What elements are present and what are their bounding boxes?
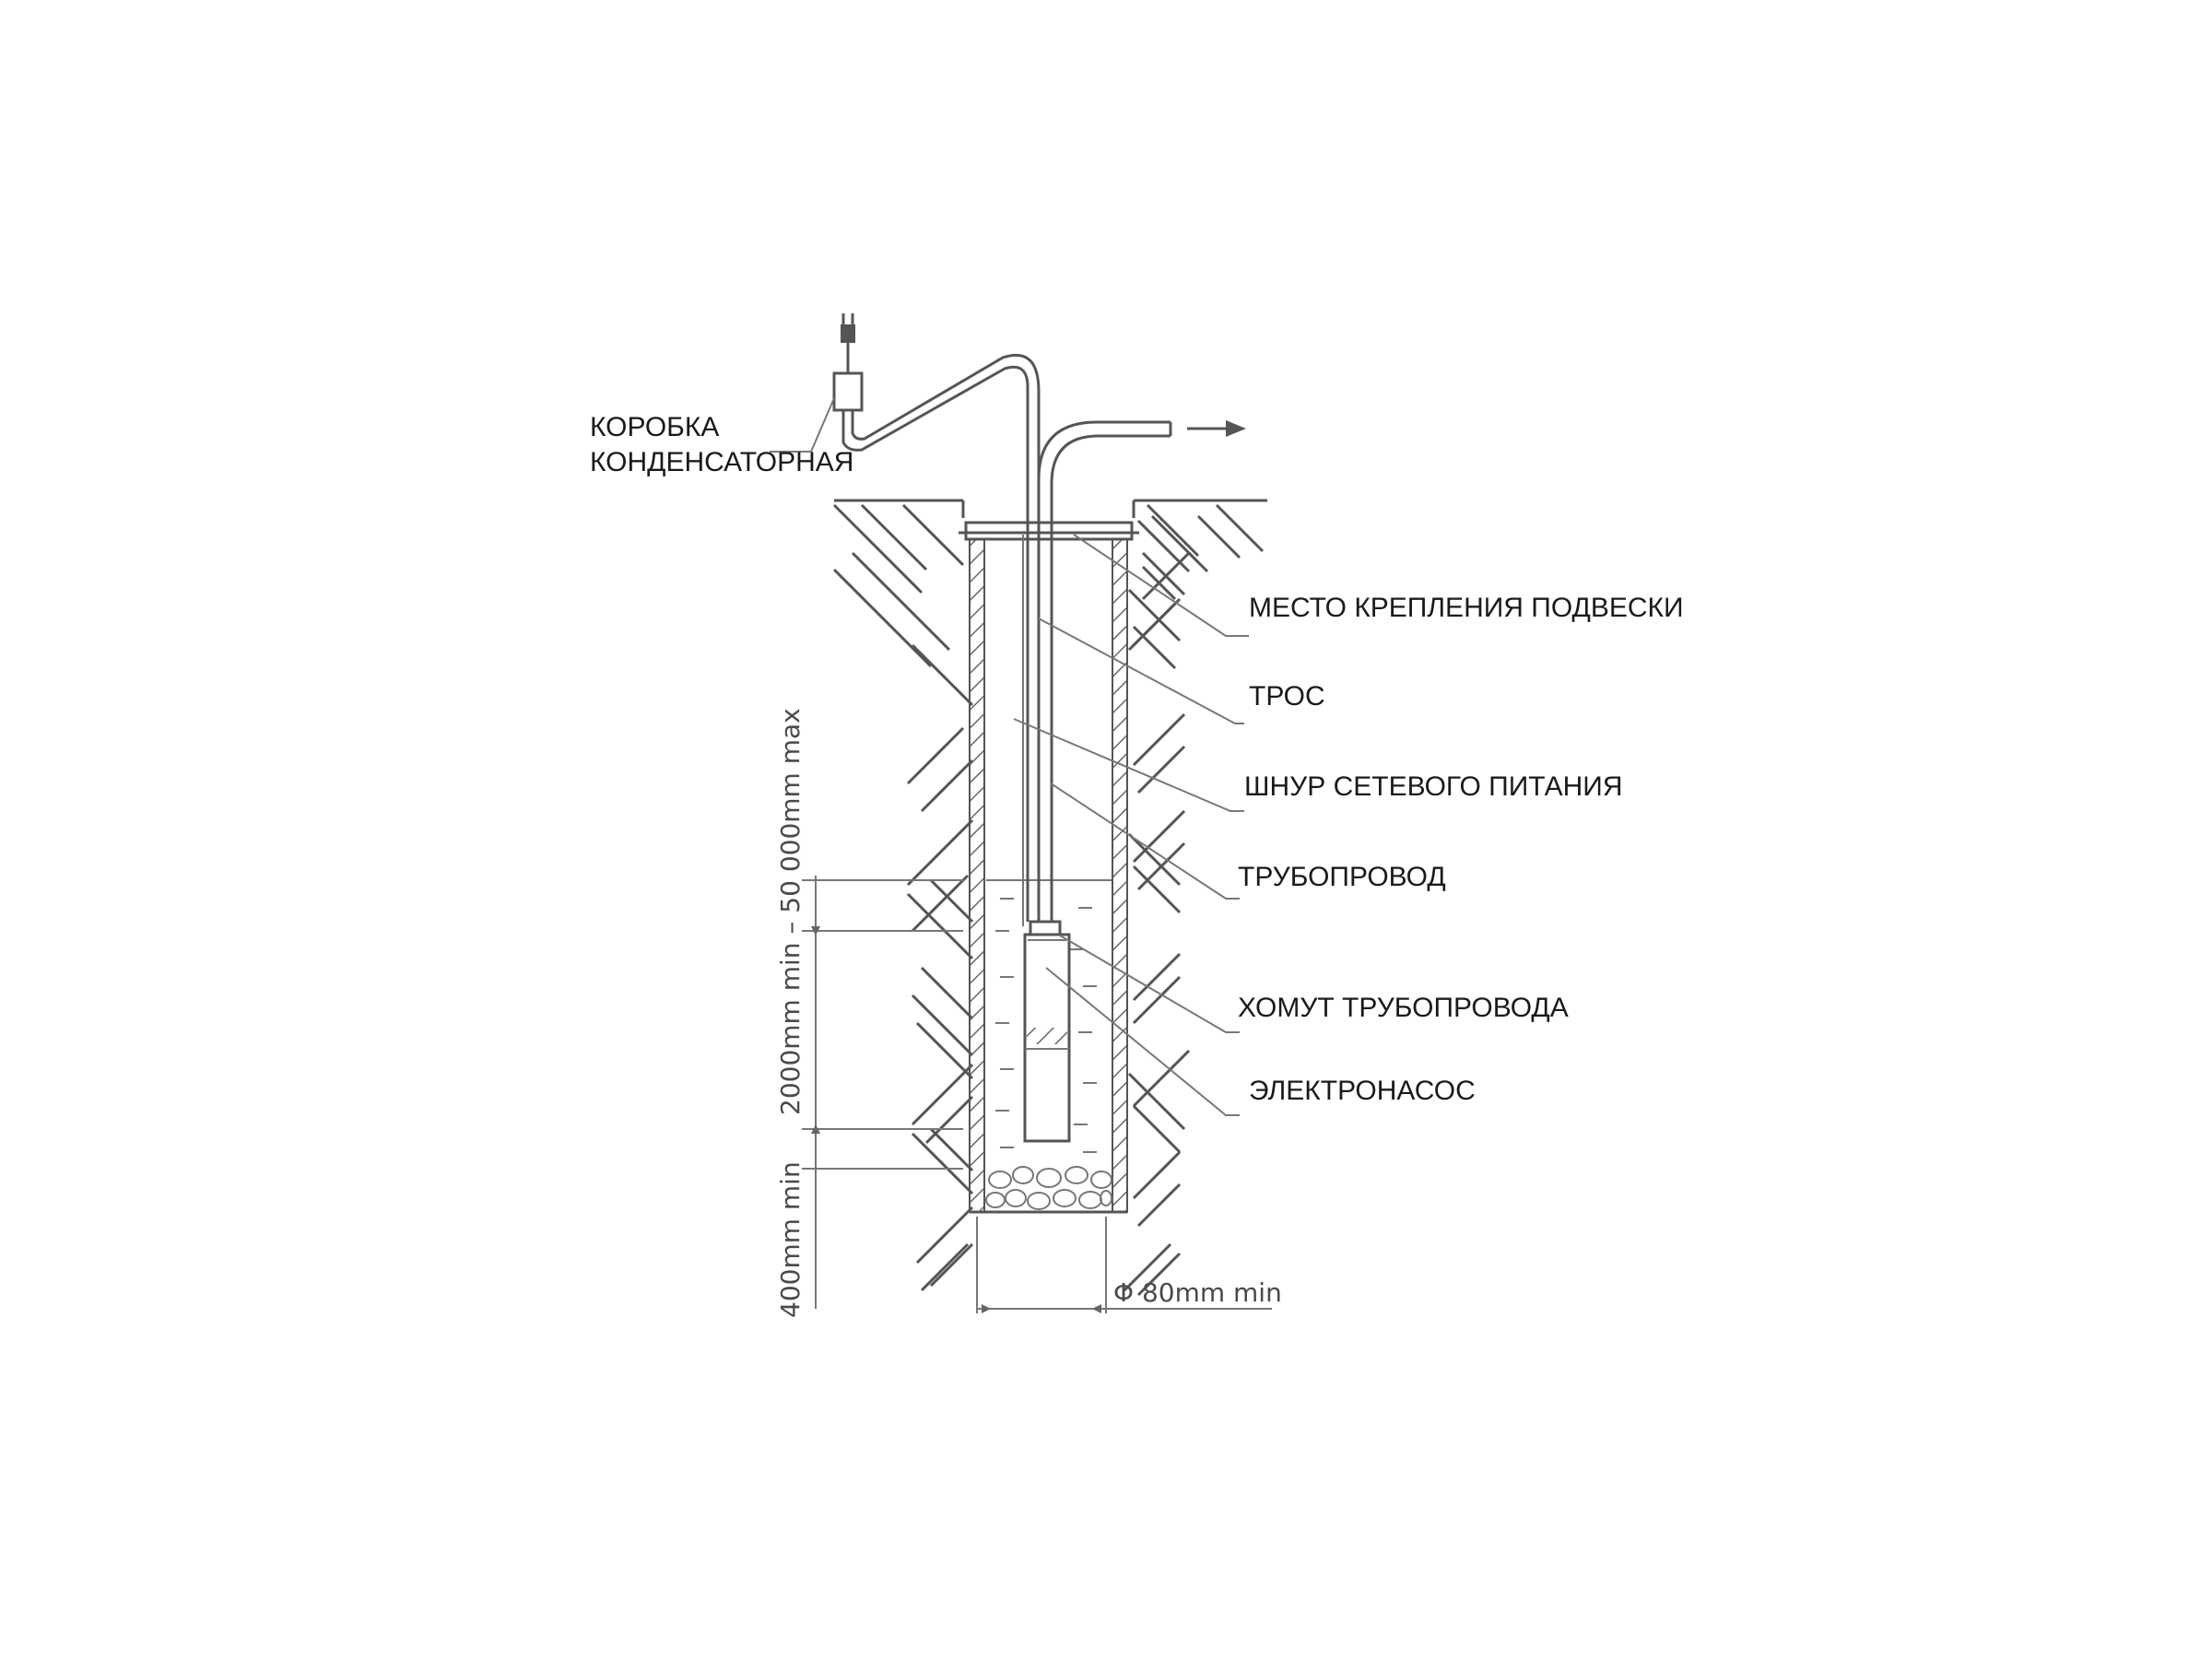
soil-hatch-right [1123, 503, 1265, 1297]
label-cable: ТРОС [1249, 681, 1325, 712]
capacitor-box [832, 371, 864, 412]
label-suspension-point: МЕСТО КРЕПЛЕНИЯ ПОДВЕСКИ [1249, 593, 1684, 623]
dimension-arrows [811, 926, 1101, 1313]
ground-surface [834, 499, 1267, 518]
label-pipe-clamp: ХОМУТ ТРУБОПРОВОДА [1238, 993, 1569, 1023]
power-cord [841, 341, 1041, 922]
label-pump: ЭЛЕКТРОНАСОС [1249, 1076, 1476, 1106]
dimension-lines [802, 876, 1272, 1313]
pipe-clamp [1029, 920, 1062, 936]
soil-hatch-left [832, 503, 974, 1292]
arrow-right-icon [1187, 420, 1246, 437]
gravel-bed [985, 1166, 1112, 1210]
water-column [986, 879, 1112, 1153]
label-pipeline: ТРУБОПРОВОД [1238, 862, 1446, 892]
dimension-immersion-depth: 2000mm min – 50 000mm max [775, 708, 806, 1115]
well-casing [959, 521, 1139, 1214]
electric-pump [1023, 933, 1071, 1143]
label-capacitor-box-line2: КОНДЕНСАТОРНАЯ [590, 447, 854, 477]
dimension-bottom-clearance: 400mm min [775, 1161, 806, 1318]
plug-icon [841, 313, 855, 343]
label-capacitor-box-line1: КОРОБКА [590, 412, 720, 442]
pipeline [1037, 420, 1172, 922]
label-power-cord: ШНУР СЕТЕВОГО ПИТАНИЯ [1244, 771, 1623, 802]
dimension-well-diameter: Φ 80mm min [1113, 1277, 1282, 1308]
leader-lines [770, 397, 1249, 1116]
